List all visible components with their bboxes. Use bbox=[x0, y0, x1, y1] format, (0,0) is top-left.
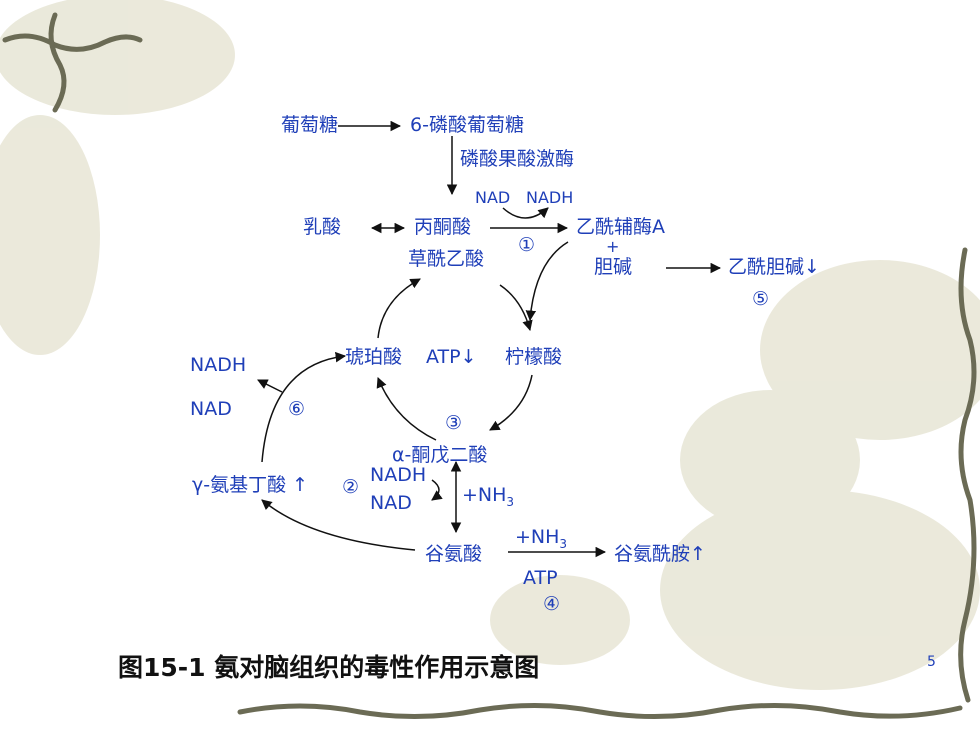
enzyme-pfk: 磷酸果酸激酶 bbox=[460, 148, 575, 170]
up-arrow-icon: ↑ bbox=[690, 543, 706, 565]
vine-top-left bbox=[2, 33, 143, 52]
cofactor-nadh-top: NADH bbox=[526, 188, 574, 207]
node-choline: 胆碱 bbox=[594, 256, 633, 278]
marker-4: ④ bbox=[543, 593, 561, 615]
node-acetyl-coa: 乙酰辅酶A bbox=[576, 216, 665, 238]
arrow-nadh-to-nad-mid bbox=[431, 479, 443, 501]
marker-1: ① bbox=[518, 234, 536, 256]
marker-3: ③ bbox=[445, 412, 463, 434]
marker-5: ⑤ bbox=[752, 288, 770, 310]
node-gaba: γ-氨基丁酸 ↑ bbox=[192, 474, 309, 496]
vine-left-vertical bbox=[48, 12, 67, 113]
vine-right bbox=[958, 247, 977, 703]
down-arrow-icon: ↓ bbox=[804, 256, 820, 278]
cofactor-nad-top: NAD bbox=[475, 188, 511, 207]
node-oxaloacetate: 草酰乙酸 bbox=[408, 248, 485, 270]
arrow-glutamate-to-gaba bbox=[261, 499, 416, 551]
arrow-citrate-to-akg bbox=[489, 374, 533, 431]
arrow-gaba-to-succinate bbox=[261, 351, 347, 463]
cofactor-nadh-mid: NADH bbox=[370, 464, 427, 486]
figure-caption: 图15-1 氨对脑组织的毒性作用示意图 bbox=[118, 653, 540, 682]
arrow-nad-to-nadh-left bbox=[257, 379, 283, 393]
node-lactate: 乳酸 bbox=[303, 216, 342, 238]
cofactor-nad-left: NAD bbox=[190, 398, 232, 420]
arrow-oxaloacetate-to-citrate bbox=[499, 284, 533, 332]
page-number: 5 bbox=[927, 654, 936, 670]
down-arrow-icon: ↓ bbox=[460, 346, 477, 368]
ammonia-horizontal: +NH3 bbox=[515, 526, 568, 551]
ammonia-vertical: +NH3 bbox=[462, 484, 515, 509]
arrow-akg-to-succinate bbox=[376, 377, 437, 441]
node-alpha-ketoglutarate: α-酮戊二酸 bbox=[392, 444, 488, 466]
node-glucose: 葡萄糖 bbox=[281, 114, 339, 136]
node-citrate: 柠檬酸 bbox=[505, 346, 563, 368]
leaf-left bbox=[0, 115, 100, 355]
marker-6: ⑥ bbox=[288, 398, 306, 420]
up-arrow-icon: ↑ bbox=[292, 474, 309, 496]
leaf-bottom bbox=[490, 575, 630, 665]
atp-decrease: ATP↓ bbox=[426, 346, 477, 368]
leaf-top-left bbox=[0, 0, 235, 115]
arrow-acetylcoa-to-citrate bbox=[525, 241, 569, 322]
leaf-right-1 bbox=[760, 260, 980, 440]
node-glutamate: 谷氨酸 bbox=[425, 543, 483, 565]
node-pyruvate: 丙酮酸 bbox=[414, 216, 472, 238]
leaf-shapes bbox=[0, 0, 980, 690]
arrow-nad-to-nadh bbox=[502, 207, 549, 219]
node-succinate: 琥珀酸 bbox=[345, 346, 403, 368]
vine-bottom bbox=[237, 702, 963, 720]
node-glutamine: 谷氨酰胺↑ bbox=[614, 543, 706, 565]
cofactor-nadh-left: NADH bbox=[190, 354, 247, 376]
vine-lines bbox=[2, 12, 977, 720]
plus-sign: + bbox=[606, 237, 620, 256]
cofactor-nad-mid: NAD bbox=[370, 492, 412, 514]
leaf-bottom-right bbox=[660, 490, 980, 690]
marker-2: ② bbox=[342, 476, 360, 498]
arrow-succinate-to-oxaloacetate bbox=[377, 278, 421, 339]
node-acetylcholine: 乙酰胆碱↓ bbox=[728, 256, 820, 278]
node-glucose-6-phosphate: 6-磷酸葡萄糖 bbox=[410, 114, 524, 136]
atp-bottom: ATP bbox=[523, 567, 558, 589]
